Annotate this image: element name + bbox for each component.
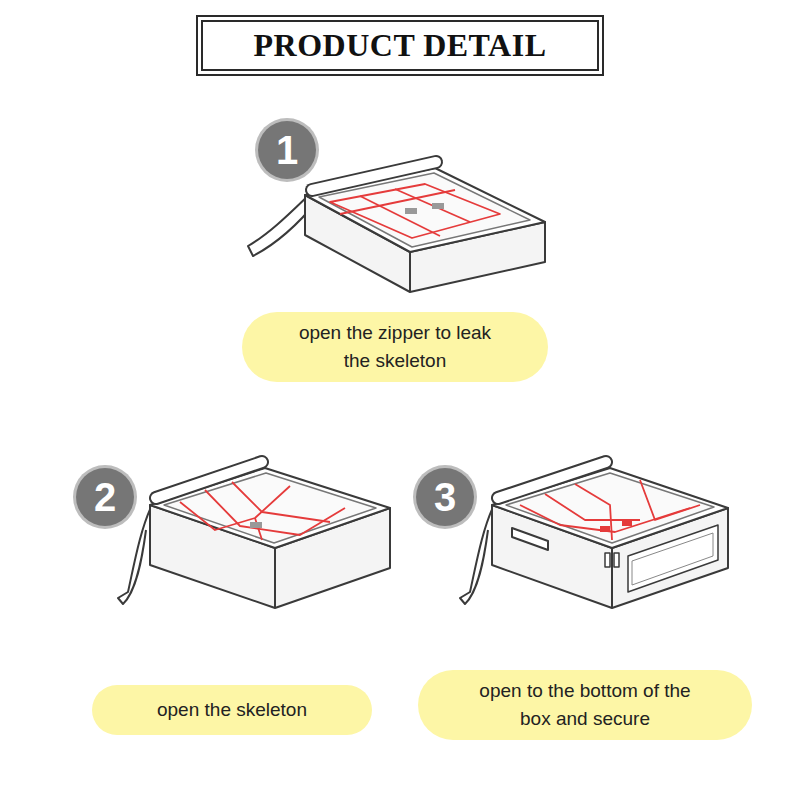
step-label: 3 <box>434 477 456 517</box>
skeleton <box>255 518 262 540</box>
clip <box>405 208 417 214</box>
skeleton <box>330 184 500 238</box>
lid-roll <box>156 462 262 498</box>
skeleton <box>180 482 345 540</box>
skeleton <box>545 494 640 520</box>
handle-slot <box>512 528 548 550</box>
caption-pill: open the skeleton <box>92 685 372 735</box>
caption-pill: open the zipper to leak the skeleton <box>242 312 548 382</box>
clip <box>622 520 632 526</box>
box-opening <box>118 462 390 608</box>
title-text: PRODUCT DETAIL <box>254 27 547 64</box>
skeleton <box>575 484 612 540</box>
lid-roll <box>156 462 262 498</box>
skeleton <box>180 486 290 530</box>
skeleton <box>205 490 345 535</box>
box-open <box>460 462 728 608</box>
clip <box>600 526 610 532</box>
caption-pill: open to the bottom of the box and secure <box>418 670 752 740</box>
skeleton <box>340 190 455 214</box>
step-caption: open the skeleton <box>112 696 352 724</box>
box-edge <box>274 548 276 608</box>
skeleton <box>520 505 690 532</box>
step-number: 3 <box>416 468 474 526</box>
step-number: 2 <box>76 468 134 526</box>
skeleton <box>232 482 330 522</box>
box-edge <box>611 548 613 608</box>
zipper-pull <box>614 553 619 567</box>
skeleton <box>520 480 700 540</box>
window-frame <box>632 533 713 585</box>
clip <box>432 203 444 209</box>
skeleton <box>640 480 700 520</box>
step-label: 1 <box>276 130 298 170</box>
box-edge <box>409 252 411 292</box>
title-frame: PRODUCT DETAIL <box>201 20 599 71</box>
clip <box>250 522 262 528</box>
step-caption: open the zipper to leak the skeleton <box>288 319 503 374</box>
box-flat <box>248 162 545 292</box>
strap <box>460 505 494 604</box>
window <box>628 525 718 592</box>
step-label: 2 <box>94 477 116 517</box>
skeleton <box>330 184 500 238</box>
step-caption: open to the bottom of the box and secure <box>465 677 705 732</box>
box-top <box>150 468 390 548</box>
strap <box>118 505 152 604</box>
step-number: 1 <box>258 121 316 179</box>
zipper-pull <box>605 553 610 567</box>
